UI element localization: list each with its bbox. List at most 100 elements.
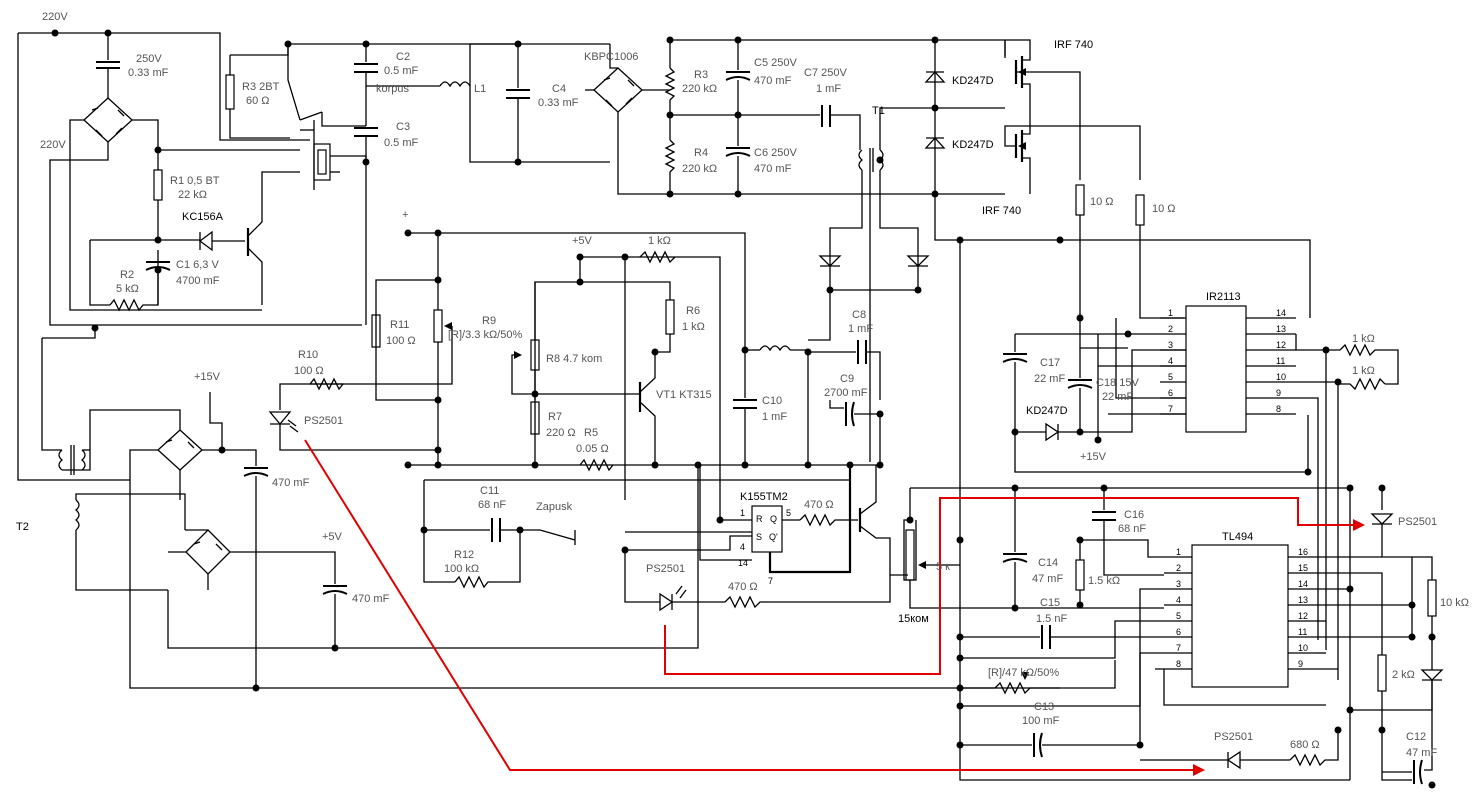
label-r3b-2: 220 kΩ <box>682 83 717 95</box>
tl-pin-11: 11 <box>1298 627 1307 637</box>
tl-pin-2: 2 <box>1176 563 1181 573</box>
label-c470a: 470 mF <box>272 477 310 489</box>
label-r11-1: R11 <box>390 319 409 331</box>
label-tl494: TL494 <box>1222 531 1253 543</box>
label-c7-1: C7 250V <box>804 67 847 79</box>
ir-pin-2: 2 <box>1168 324 1173 334</box>
ff-pin-7: 7 <box>768 576 773 586</box>
tl-pin-3: 3 <box>1176 579 1181 589</box>
label-r7-2: 220 Ω <box>546 427 576 439</box>
label-c18-1: C18 15V <box>1096 377 1139 389</box>
ir2113-right-pins <box>1246 317 1296 415</box>
label-c2-1: C2 <box>396 51 410 63</box>
component-labels: 220V 220V 250V 0.33 mF R3 2BT 60 Ω C2 0.… <box>16 11 1469 759</box>
transistor-output <box>858 465 908 576</box>
label-c470b: 470 mF <box>352 593 390 605</box>
label-irf-top: IRF 740 <box>1054 39 1093 51</box>
tl494-right-pins <box>1288 556 1316 670</box>
label-c6-1: C6 250V <box>754 147 797 159</box>
label-r10-2: 100 Ω <box>294 365 324 377</box>
label-kd3: KD247D <box>1026 405 1068 417</box>
bridge-15v <box>157 429 203 471</box>
label-vt1: VT1 KT315 <box>656 389 712 401</box>
label-r4-2: 220 kΩ <box>682 163 717 175</box>
label-c12-2: 47 mF <box>1406 747 1437 759</box>
label-c3-2: 0.5 mF <box>384 137 419 149</box>
ff-pin-5: 5 <box>786 508 791 518</box>
label-c5-2: 470 mF <box>754 75 792 87</box>
label-c11-1: C11 <box>480 485 499 497</box>
label-plus: + <box>402 209 408 221</box>
tl-pin-1: 1 <box>1176 547 1181 557</box>
input-bridge <box>83 97 133 143</box>
label-r1k-b: 1 kΩ <box>1352 365 1375 377</box>
label-r6-1: R6 <box>686 305 700 317</box>
label-c15-1: C15 <box>1040 597 1060 609</box>
label-r3-2: 60 Ω <box>246 95 270 107</box>
ir-pin-14: 14 <box>1276 308 1286 318</box>
label-r6-2: 1 kΩ <box>682 321 705 333</box>
label-r680: 680 Ω <box>1290 739 1320 751</box>
tl-pin-16: 16 <box>1298 547 1308 557</box>
label-ps1: PS2501 <box>304 415 343 427</box>
regulator-transistor <box>246 171 300 305</box>
ir-pin-10: 10 <box>1276 372 1286 382</box>
optocoupler-ps4 <box>1140 730 1339 770</box>
label-kbpc: KBPC1006 <box>584 51 638 63</box>
label-c8-1: C8 <box>852 309 866 321</box>
label-c2-3: korpus <box>376 83 410 95</box>
label-r12-2: 100 kΩ <box>444 563 479 575</box>
ff-s: S <box>756 532 762 542</box>
label-5v-mid: +5V <box>322 531 343 543</box>
label-cin-2: 0.33 mF <box>128 67 169 79</box>
label-r5-2: 0.05 Ω <box>576 443 609 455</box>
label-c9-1: C9 <box>840 373 854 385</box>
label-c11-2: 68 nF <box>478 499 506 511</box>
label-r7-1: R7 <box>548 411 562 423</box>
tl-pin-4: 4 <box>1176 595 1181 605</box>
label-c4-1: C4 <box>552 83 566 95</box>
label-c16-1: C16 <box>1124 509 1144 521</box>
ir-pin-13: 13 <box>1276 324 1286 334</box>
label-c17-2: 22 mF <box>1034 373 1065 385</box>
aux-supply-section <box>41 328 1116 689</box>
label-r3b-1: R3 <box>694 69 708 81</box>
tl-pin-6: 6 <box>1176 627 1181 637</box>
label-r1-1: R1 0,5 BT <box>170 175 220 187</box>
label-15kom: 15ком <box>898 613 929 625</box>
ff-pin-1: 1 <box>740 508 745 518</box>
ir-pin-11: 11 <box>1276 356 1285 366</box>
tl-pin-12: 12 <box>1298 611 1308 621</box>
label-kc156: KC156A <box>182 211 224 223</box>
label-c10-2: 1 mF <box>762 411 787 423</box>
label-220v-mid: 220V <box>40 139 66 151</box>
ff-pin-4: 4 <box>740 542 745 552</box>
label-r470a: 470 Ω <box>804 499 834 511</box>
label-ps4: PS2501 <box>1214 731 1253 743</box>
tl-pin-14: 14 <box>1298 579 1308 589</box>
optocoupler-ps1 <box>268 411 438 451</box>
tl-pin-15: 15 <box>1298 563 1308 573</box>
label-c15-2: 1.5 nF <box>1036 613 1067 625</box>
tl-pin-10: 10 <box>1298 643 1308 653</box>
label-c13-1: C13 <box>1034 701 1054 713</box>
tl-pin-9: 9 <box>1298 659 1303 669</box>
label-c14-1: C14 <box>1038 557 1058 569</box>
tl494-left-pins <box>1164 556 1192 670</box>
label-r12-1: R12 <box>454 549 474 561</box>
label-5k: 5 к <box>936 561 950 573</box>
ir-pin-8: 8 <box>1276 404 1281 414</box>
label-r4-1: R4 <box>694 147 708 159</box>
junction-dots <box>51 29 1436 789</box>
label-r2-1: R2 <box>120 269 134 281</box>
label-c1-2: 4700 mF <box>176 275 220 287</box>
label-c10-1: C10 <box>762 395 782 407</box>
label-c18-2: 22 mF <box>1102 391 1133 403</box>
label-c16-2: 68 nF <box>1118 523 1146 535</box>
ir-pin-3: 3 <box>1168 340 1173 350</box>
label-c13-2: 100 mF <box>1022 715 1060 727</box>
ir-pin-9: 9 <box>1276 388 1281 398</box>
label-c5-1: C5 250V <box>754 57 797 69</box>
tl-pin-8: 8 <box>1176 659 1181 669</box>
label-c1-1: C1 6,3 V <box>176 259 219 271</box>
